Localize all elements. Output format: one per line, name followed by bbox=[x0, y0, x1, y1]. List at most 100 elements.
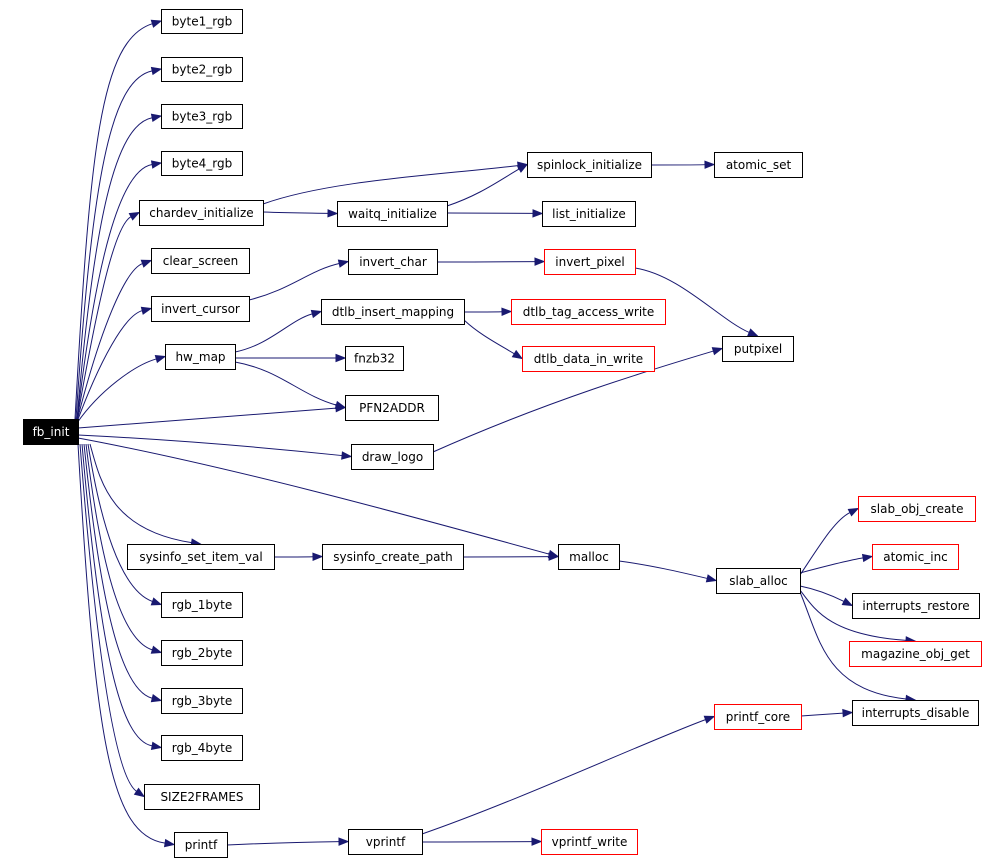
node-magazine_obj_get[interactable]: magazine_obj_get bbox=[849, 641, 982, 667]
edge-fb_init-to-byte2_rgb bbox=[75, 66, 163, 420]
node-box bbox=[144, 784, 260, 810]
edge-line bbox=[76, 216, 132, 421]
edge-printf-to-vprintf bbox=[226, 837, 350, 846]
node-rgb_3byte[interactable]: rgb_3byte bbox=[161, 688, 243, 714]
node-box bbox=[558, 544, 620, 570]
node-atomic_set[interactable]: atomic_set bbox=[714, 152, 803, 178]
node-label: interrupts_restore bbox=[862, 599, 969, 613]
node-interrupts_restore[interactable]: interrupts_restore bbox=[852, 593, 980, 619]
node-printf[interactable]: printf bbox=[174, 832, 228, 858]
edge-line bbox=[421, 719, 706, 835]
edge-line bbox=[76, 263, 143, 422]
edge-slab_alloc-to-atomic_inc bbox=[799, 553, 874, 574]
node-byte2_rgb[interactable]: byte2_rgb bbox=[161, 57, 243, 82]
node-label: fb_init bbox=[33, 425, 70, 439]
arrowhead-icon bbox=[516, 163, 529, 173]
arrowhead-icon bbox=[150, 160, 163, 169]
node-label: SIZE2FRAMES bbox=[160, 790, 243, 804]
arrowhead-icon bbox=[337, 259, 350, 268]
edge-slab_alloc-to-slab_obj_create bbox=[799, 507, 860, 576]
node-invert_char[interactable]: invert_char bbox=[348, 249, 438, 275]
node-label: magazine_obj_get bbox=[861, 647, 970, 661]
node-label: dtlb_tag_access_write bbox=[523, 305, 655, 319]
node-draw_logo[interactable]: draw_logo bbox=[351, 444, 434, 470]
node-putpixel[interactable]: putpixel bbox=[722, 336, 794, 362]
edge-line bbox=[89, 443, 192, 544]
node-label: byte1_rgb bbox=[172, 15, 232, 29]
node-vprintf[interactable]: vprintf bbox=[348, 829, 423, 855]
node-label: rgb_1byte bbox=[172, 598, 232, 612]
node-slab_obj_create[interactable]: slab_obj_create bbox=[858, 496, 976, 522]
edge-line bbox=[248, 262, 340, 301]
edge-line bbox=[799, 557, 864, 574]
node-box bbox=[345, 395, 439, 421]
edge-fb_init-to-SIZE2FRAMES bbox=[79, 443, 146, 798]
edge-hw_map-to-fnzb32 bbox=[235, 353, 347, 363]
edge-line bbox=[799, 585, 845, 602]
node-box bbox=[722, 336, 794, 362]
edge-line bbox=[800, 712, 844, 717]
node-chardev_initialize[interactable]: chardev_initialize bbox=[139, 200, 264, 226]
edge-sysinfo_create_path-to-malloc bbox=[462, 552, 560, 561]
edge-line bbox=[799, 591, 907, 700]
edge-chardev_initialize-to-waitq_initialize bbox=[262, 209, 339, 218]
node-dtlb_tag_access_write[interactable]: dtlb_tag_access_write bbox=[511, 299, 666, 325]
node-box bbox=[714, 704, 802, 730]
node-sysinfo_create_path[interactable]: sysinfo_create_path bbox=[322, 544, 464, 570]
node-dtlb_insert_mapping[interactable]: dtlb_insert_mapping bbox=[321, 299, 465, 325]
node-vprintf_write[interactable]: vprintf_write bbox=[541, 829, 638, 855]
node-printf_core[interactable]: printf_core bbox=[714, 704, 802, 730]
node-fb_init[interactable]: fb_init bbox=[23, 419, 79, 445]
edge-waitq_initialize-to-spinlock_initialize bbox=[446, 163, 529, 207]
node-invert_cursor[interactable]: invert_cursor bbox=[151, 296, 250, 322]
edge-line bbox=[799, 512, 851, 576]
node-SIZE2FRAMES[interactable]: SIZE2FRAMES bbox=[144, 784, 260, 810]
node-box bbox=[852, 700, 979, 726]
node-byte4_rgb[interactable]: byte4_rgb bbox=[161, 151, 243, 176]
node-box bbox=[23, 419, 79, 445]
node-label: atomic_inc bbox=[883, 550, 948, 564]
node-rgb_2byte[interactable]: rgb_2byte bbox=[161, 640, 243, 666]
arrowhead-icon bbox=[501, 307, 513, 316]
edge-draw_logo-to-putpixel bbox=[432, 347, 724, 453]
edge-hw_map-to-PFN2ADDR bbox=[234, 361, 347, 410]
node-label: chardev_initialize bbox=[149, 206, 253, 220]
arrowhead-icon bbox=[534, 257, 546, 266]
node-list_initialize[interactable]: list_initialize bbox=[542, 201, 636, 227]
node-slab_alloc[interactable]: slab_alloc bbox=[716, 568, 801, 594]
node-interrupts_disable[interactable]: interrupts_disable bbox=[852, 700, 979, 726]
node-label: fnzb32 bbox=[354, 352, 395, 366]
node-label: vprintf_write bbox=[552, 835, 628, 849]
node-box bbox=[522, 346, 655, 372]
node-box bbox=[872, 544, 959, 570]
node-invert_pixel[interactable]: invert_pixel bbox=[544, 249, 636, 275]
node-waitq_initialize[interactable]: waitq_initialize bbox=[337, 201, 448, 227]
arrowhead-icon bbox=[704, 160, 716, 169]
edge-sysinfo_set_item_val-to-sysinfo_create_path bbox=[273, 552, 324, 561]
node-box bbox=[348, 829, 423, 855]
node-label: slab_alloc bbox=[729, 574, 788, 588]
node-PFN2ADDR[interactable]: PFN2ADDR bbox=[345, 395, 439, 421]
arrowhead-icon bbox=[163, 838, 176, 848]
node-byte1_rgb[interactable]: byte1_rgb bbox=[161, 9, 243, 34]
node-fnzb32[interactable]: fnzb32 bbox=[345, 346, 404, 371]
arrowhead-icon bbox=[338, 837, 350, 846]
node-dtlb_data_in_write[interactable]: dtlb_data_in_write bbox=[522, 346, 655, 372]
edge-dtlb_insert_mapping-to-dtlb_tag_access_write bbox=[463, 307, 513, 316]
node-spinlock_initialize[interactable]: spinlock_initialize bbox=[527, 152, 652, 178]
node-byte3_rgb[interactable]: byte3_rgb bbox=[161, 104, 243, 129]
node-clear_screen[interactable]: clear_screen bbox=[151, 248, 250, 274]
node-label: invert_pixel bbox=[555, 255, 624, 269]
node-box bbox=[165, 344, 236, 370]
node-box bbox=[542, 201, 636, 227]
node-rgb_1byte[interactable]: rgb_1byte bbox=[161, 592, 243, 618]
edge-line bbox=[618, 560, 708, 579]
node-sysinfo_set_item_val[interactable]: sysinfo_set_item_val bbox=[127, 544, 275, 570]
edge-fb_init-to-chardev_initialize bbox=[76, 211, 141, 421]
node-rgb_4byte[interactable]: rgb_4byte bbox=[161, 735, 243, 761]
node-hw_map[interactable]: hw_map bbox=[165, 344, 236, 370]
node-malloc[interactable]: malloc bbox=[558, 544, 620, 570]
node-box bbox=[174, 832, 228, 858]
arrowhead-icon bbox=[150, 113, 163, 122]
node-atomic_inc[interactable]: atomic_inc bbox=[872, 544, 959, 570]
